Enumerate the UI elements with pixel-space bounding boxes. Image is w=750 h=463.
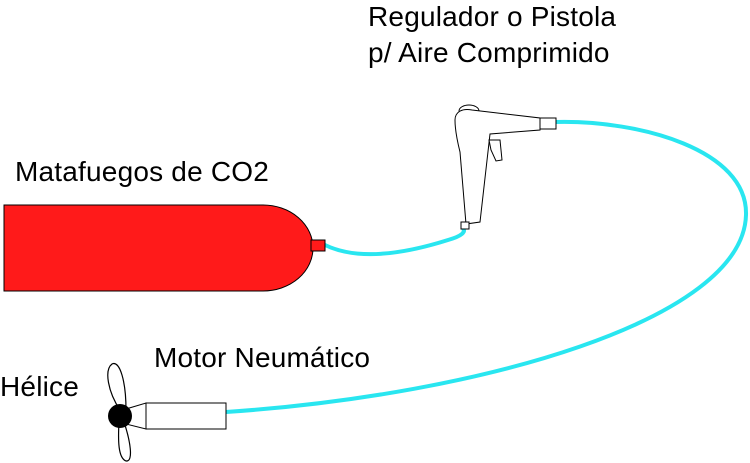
regulator-label-line-1: Regulador o Pistola bbox=[368, 1, 617, 32]
pneumatic-motor bbox=[107, 363, 227, 462]
propeller-hub bbox=[108, 404, 132, 428]
air-pistol bbox=[454, 104, 557, 230]
pistol-nozzle bbox=[539, 117, 557, 130]
pistol-body bbox=[454, 109, 541, 225]
extinguisher-valve bbox=[310, 239, 326, 252]
hose-regulator-to-motor bbox=[224, 119, 749, 414]
extinguisher-label: Matafuegos de CO2 bbox=[15, 156, 269, 187]
pistol-inlet bbox=[460, 221, 470, 230]
extinguisher-body bbox=[3, 204, 314, 292]
hose-extinguisher-to-regulator bbox=[323, 226, 466, 256]
regulator-label-line-2: p/ Aire Comprimido bbox=[368, 37, 610, 68]
motor-body bbox=[145, 402, 227, 430]
co2-extinguisher bbox=[3, 204, 326, 292]
propeller-label: Hélice bbox=[0, 371, 80, 402]
propeller-upper-blade bbox=[107, 363, 127, 411]
propeller-lower-blade bbox=[117, 421, 132, 462]
pistol-trigger bbox=[488, 139, 503, 162]
motor-label: Motor Neumático bbox=[154, 342, 371, 373]
